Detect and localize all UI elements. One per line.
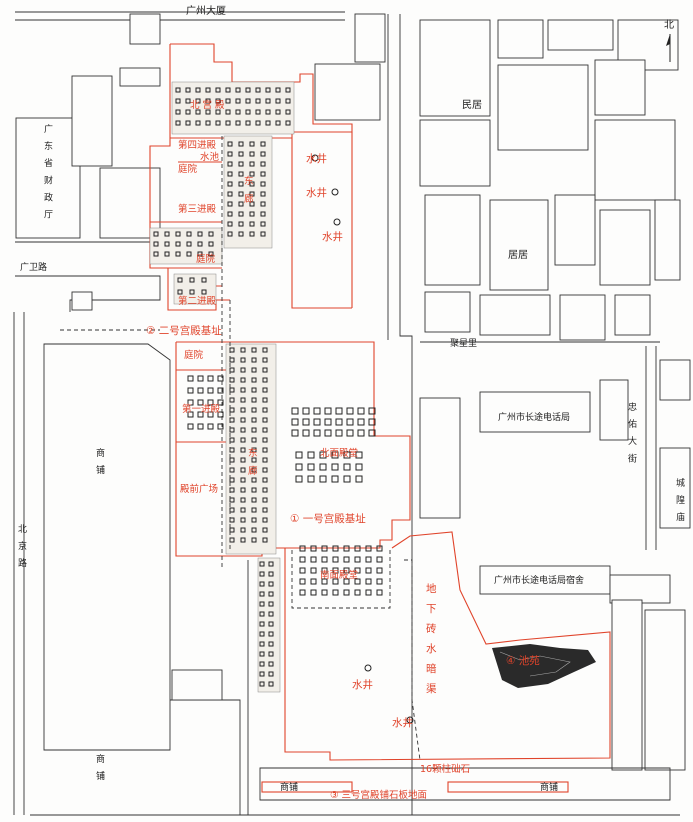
label-nanmian-dianji: 南面殿堂 <box>320 569 358 581</box>
label-shuichi: 水池 <box>200 151 220 163</box>
label-di4jindian: 第四进殿 <box>178 139 217 151</box>
label-caizheng-ting: 广东省财政厅 <box>44 123 53 221</box>
label-minju-2: 居居 <box>508 249 528 261</box>
label-site4: ④ 池苑 <box>506 654 540 667</box>
black-labels: 广州大厦 广卫路 聚星里 民居 居居 广州市长途电话局 广州市长途电话局宿舍 商… <box>20 4 584 793</box>
label-dongxiang-1: 东廊 <box>244 175 254 205</box>
road-julong-li: 聚星里 <box>450 338 477 349</box>
label-dixia-qushui: 地下砖水暗渠 <box>426 582 437 695</box>
label-shangpu-1: 商铺 <box>96 447 105 476</box>
well-marker <box>333 218 341 226</box>
road-guangzhou-dasha: 广州大厦 <box>186 4 226 17</box>
north-arrow: 北 <box>664 19 674 62</box>
label-di1jindian: 第一进殿 <box>182 403 221 415</box>
road-zhongshan: 忠佑大街 <box>628 402 637 464</box>
label-well-2: 水井 <box>306 186 327 199</box>
label-site2: ② 二号宫殿基址 <box>146 324 222 337</box>
road-guangwei-lu: 广卫路 <box>20 261 47 273</box>
well-marker <box>311 154 319 162</box>
label-dianqian-guangchang: 殿前广场 <box>180 483 218 495</box>
label-well-1: 水井 <box>306 152 327 165</box>
label-beimian-dianji: 北面殿堂 <box>320 447 358 459</box>
label-di3jindian: 第三进殿 <box>178 203 217 215</box>
label-zhushi: 16颗柱础石 <box>420 763 470 775</box>
label-well-3: 水井 <box>322 230 343 243</box>
well-marker <box>364 664 372 672</box>
well-marker <box>406 716 414 724</box>
label-well-4: 水井 <box>352 678 373 691</box>
label-changtu-dianhua: 广州市长途电话局 <box>498 411 570 423</box>
label-well-5: 水井 <box>392 716 413 729</box>
label-shangpu-4: 商铺 <box>540 781 558 793</box>
road-beijing-lu: 北京路 <box>18 524 27 569</box>
well-marker <box>331 188 339 196</box>
street-blocks <box>13 11 691 816</box>
column-bases <box>153 87 383 687</box>
label-shangpu-2: 商铺 <box>96 753 105 782</box>
label-tingyuan-3: 庭院 <box>184 349 204 361</box>
excavation-outlines <box>149 43 611 793</box>
label-houdian: 北 宫 殿 <box>190 99 225 111</box>
label-dongxiang-2: 东廊 <box>248 447 258 477</box>
label-minju-1: 民居 <box>462 99 482 111</box>
vertical-labels: 广东省财政厅 北京路 忠佑大街 城隍庙 商铺 商铺 东廊 东廊 地下砖水暗渠 <box>18 123 685 782</box>
dashed-lines <box>60 136 421 761</box>
label-di2jindian: 第二进殿 <box>178 295 217 307</box>
north-label: 北 <box>664 19 674 31</box>
label-site1: ① 一号宫殿基址 <box>290 512 366 525</box>
label-chenghuang-miao: 城隍庙 <box>676 478 685 523</box>
label-changtu-sushe: 广州市长途电话局宿舍 <box>494 574 584 586</box>
pool-feature <box>492 644 596 688</box>
red-labels: 北 宫 殿 第四进殿 庭院 水池 第三进殿 庭院 第二进殿 ② 二号宫殿基址 庭… <box>146 99 540 801</box>
label-site3: ③ 三号宫殿铺石板地面 <box>330 789 427 801</box>
label-tingyuan-1: 庭院 <box>178 163 198 175</box>
label-shangpu-3: 商铺 <box>280 781 298 793</box>
label-tingyuan-2: 庭院 <box>196 253 216 265</box>
